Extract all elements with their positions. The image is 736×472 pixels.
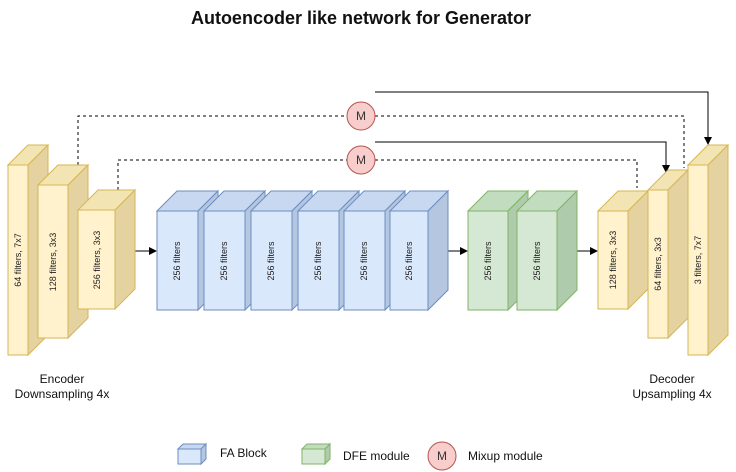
legend-dfe-label: DFE module [343, 449, 410, 463]
dashed-encoder-to-mixup-bottom [117, 159, 348, 190]
diagram-title: Autoencoder like network for Generator [191, 8, 531, 28]
legend: FA Block DFE module M Mixup module [176, 441, 543, 471]
mixup-node-label: M [356, 109, 366, 123]
encoder-caption-line1: Encoder [40, 372, 85, 386]
encoder-block-label: 128 filters, 3x3 [48, 233, 58, 292]
dashed-decoder-to-mixup-bottom [375, 159, 638, 188]
decoder-block-label: 3 filters, 7x7 [693, 236, 703, 285]
legend-mixup-label: Mixup module [468, 449, 543, 463]
encoder-caption-line2: Downsampling 4x [15, 387, 110, 401]
mixup-node-label: M [356, 153, 366, 167]
decoder-block: 128 filters, 3x3 [596, 189, 650, 311]
mixup-node-bottom: M [346, 145, 376, 175]
decoder-block-label: 64 filters, 3x3 [653, 237, 663, 291]
decoder-block: 3 filters, 7x7 [686, 143, 730, 357]
skip-arrow-outer [375, 91, 712, 145]
fa-block-label: 256 filters [266, 241, 276, 281]
dashed-decoder-to-mixup-top [375, 115, 685, 168]
encoder-block: 256 filters, 3x3 [76, 188, 137, 311]
dashed-encoder-to-mixup-top [77, 115, 348, 171]
skip-connections [77, 91, 712, 255]
encoder-block-label: 256 filters, 3x3 [92, 231, 102, 290]
skip-arrow-inner [375, 141, 670, 173]
decoder-block-label: 128 filters, 3x3 [608, 231, 618, 290]
legend-fa-swatch [176, 442, 208, 466]
legend-mixup-symbol: M [437, 449, 447, 463]
encoder-block-label: 64 filters, 7x7 [13, 233, 23, 287]
fa-block-label: 256 filters [313, 241, 323, 281]
dfe-block-label: 256 filters [532, 241, 542, 281]
legend-fa-label: FA Block [220, 446, 268, 460]
dfe-block-label: 256 filters [483, 241, 493, 281]
fa-block: 256 filters [388, 189, 450, 312]
mixup-node-top: M [346, 101, 376, 131]
fa-block-label: 256 filters [404, 241, 414, 281]
fa-block-label: 256 filters [172, 241, 182, 281]
legend-dfe-swatch [300, 442, 332, 466]
decoder-caption-line2: Upsampling 4x [632, 387, 711, 401]
decoder-block: 64 filters, 3x3 [646, 168, 690, 340]
legend-mixup-swatch: M [427, 441, 457, 471]
dfe-block: 256 filters [515, 189, 579, 312]
fa-block-label: 256 filters [219, 241, 229, 281]
decoder-caption-line1: Decoder [649, 372, 694, 386]
fa-block-label: 256 filters [359, 241, 369, 281]
